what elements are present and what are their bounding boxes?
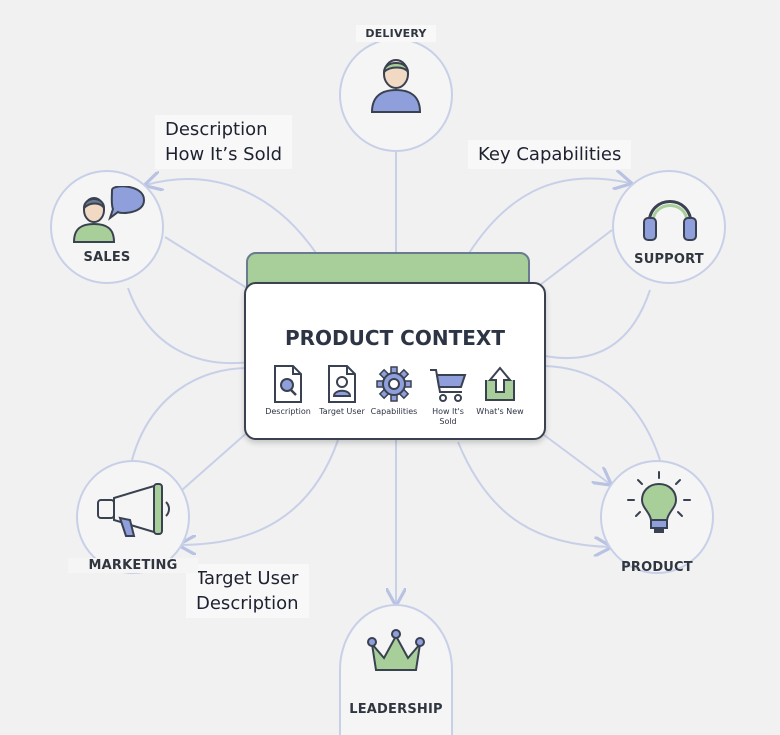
folder-item-label: Capabilities xyxy=(370,407,418,416)
connector-support xyxy=(539,229,613,286)
sales-note: Description How It’s Sold xyxy=(155,115,293,169)
upload-icon xyxy=(485,366,515,401)
marketing-node: MARKETING xyxy=(68,460,198,574)
connector-product-upper xyxy=(544,365,661,461)
connector-marketing-arc xyxy=(180,439,339,545)
folder-item-label: Target User xyxy=(319,407,365,416)
user-document-icon xyxy=(328,365,356,403)
folder-item-label: What's New xyxy=(476,407,524,416)
connector-sales xyxy=(164,236,251,291)
search-document-icon xyxy=(274,365,302,403)
folder-item-target-user: Target User xyxy=(312,364,372,417)
folder-item-description: Description xyxy=(258,364,318,417)
person-icon xyxy=(370,59,422,113)
sales-label: SALES xyxy=(83,250,131,265)
support-node: SUPPORT xyxy=(612,170,726,284)
folder-title: PRODUCT CONTEXT xyxy=(285,326,505,350)
leadership-label: LEADERSHIP xyxy=(349,702,443,717)
sales-note-line-1: Description xyxy=(165,119,268,140)
folder-body: PRODUCT CONTEXT Description Target User xyxy=(244,282,546,440)
connector-marketing-upper xyxy=(131,367,249,461)
delivery-node xyxy=(339,38,453,152)
marketing-note-line-2: Description xyxy=(196,593,299,614)
product-node: PRODUCT xyxy=(600,460,714,575)
lightbulb-icon xyxy=(627,471,691,533)
folder-item-how-its-sold: How It's Sold xyxy=(418,366,478,427)
sales-note-line-2: How It’s Sold xyxy=(165,144,283,165)
connector-sales-lower xyxy=(127,287,251,365)
cart-icon xyxy=(430,369,467,402)
folder-item-label: How It's Sold xyxy=(432,407,464,426)
leadership-node: LEADERSHIP xyxy=(339,604,453,735)
megaphone-icon xyxy=(97,483,170,537)
marketing-note: Target User Description xyxy=(186,564,309,618)
marketing-label: MARKETING xyxy=(68,558,198,573)
connector-support-lower xyxy=(544,289,651,360)
connector-product xyxy=(539,431,610,484)
folder-item-label: Description xyxy=(265,407,311,416)
support-label: SUPPORT xyxy=(634,252,704,267)
connector-marketing xyxy=(181,429,251,491)
gear-icon xyxy=(376,366,412,402)
product-context-folder: PRODUCT CONTEXT Description Target User xyxy=(244,252,546,440)
crown-icon xyxy=(367,629,425,671)
support-note-line-1: Key Capabilities xyxy=(478,144,622,165)
delivery-label: DELIVERY xyxy=(356,25,436,42)
connector-support-arc xyxy=(459,178,630,269)
marketing-note-line-1: Target User xyxy=(196,568,299,589)
person-speech-icon xyxy=(72,186,146,243)
folder-item-whats-new: What's New xyxy=(470,364,530,417)
connector-sales-arc xyxy=(146,179,323,263)
sales-node: SALES xyxy=(50,170,164,284)
folder-item-capabilities: Capabilities xyxy=(364,364,424,417)
headphones-icon xyxy=(643,200,697,241)
connector-product-arc xyxy=(457,441,610,547)
support-note: Key Capabilities xyxy=(468,140,632,169)
product-label: PRODUCT xyxy=(621,560,693,575)
